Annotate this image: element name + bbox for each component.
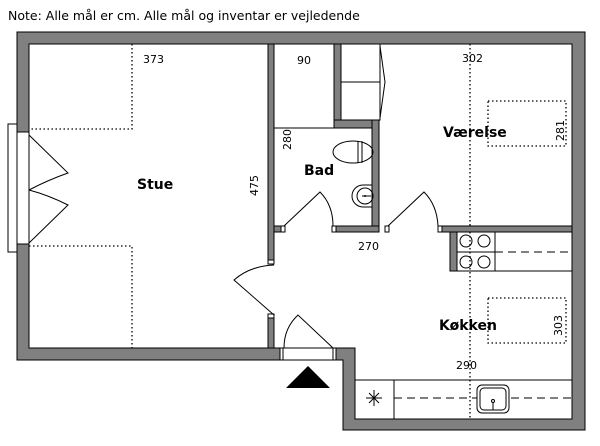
wall-bad-vaerelse (371, 119, 380, 233)
bed-outline (487, 100, 567, 147)
door-jamb (384, 225, 390, 233)
doors (233, 191, 439, 388)
stue-label: Stue (137, 177, 173, 193)
door-jamb (331, 225, 337, 233)
door-bad (283, 191, 334, 227)
wall-stue-hall (267, 314, 275, 349)
front-door-opening (279, 347, 337, 361)
door-jamb (267, 313, 275, 319)
toilet-icon (332, 140, 374, 164)
kokken-length: 303 (552, 315, 565, 336)
kitchen-fixtures (354, 231, 573, 420)
vaerelse-label: Værelse (443, 125, 507, 141)
stue-width: 373 (143, 53, 164, 66)
bathroom-fixtures (332, 140, 374, 208)
kitchen-sink-icon (476, 384, 510, 414)
vaerelse-width: 302 (462, 52, 483, 65)
door-jamb (280, 225, 286, 233)
door-jamb (267, 259, 275, 265)
entrance-arrow-icon (286, 366, 330, 388)
wall-vaerelse-bottom (440, 225, 573, 233)
bad-length: 280 (281, 129, 294, 150)
kokken-width: 290 (456, 359, 477, 372)
door-stue (233, 264, 275, 316)
kokken-label: Køkken (439, 318, 497, 334)
vaerelse-length: 281 (554, 120, 567, 141)
wall-kitchen-stub (449, 231, 458, 272)
window (7, 123, 69, 253)
hall-width: 270 (358, 240, 379, 253)
measurement-lines (29, 44, 567, 419)
note-text: Note: Alle mål er cm. Alle mål og invent… (8, 8, 360, 23)
wardrobe (274, 43, 386, 129)
table-outline (487, 297, 567, 344)
closet-width: 90 (297, 54, 311, 67)
stove-icon (459, 234, 491, 269)
bad-label: Bad (304, 163, 334, 179)
door-front (283, 314, 334, 349)
walls (16, 31, 586, 431)
door-vaerelse (387, 191, 439, 227)
sink-icon (351, 184, 372, 208)
wall-closet (333, 43, 342, 129)
door-jamb (437, 225, 443, 233)
wall-bad-bottom-right (335, 225, 380, 233)
stue-length: 475 (248, 175, 261, 196)
wall-stue-bad (267, 43, 275, 264)
fridge-star-icon (366, 390, 382, 406)
